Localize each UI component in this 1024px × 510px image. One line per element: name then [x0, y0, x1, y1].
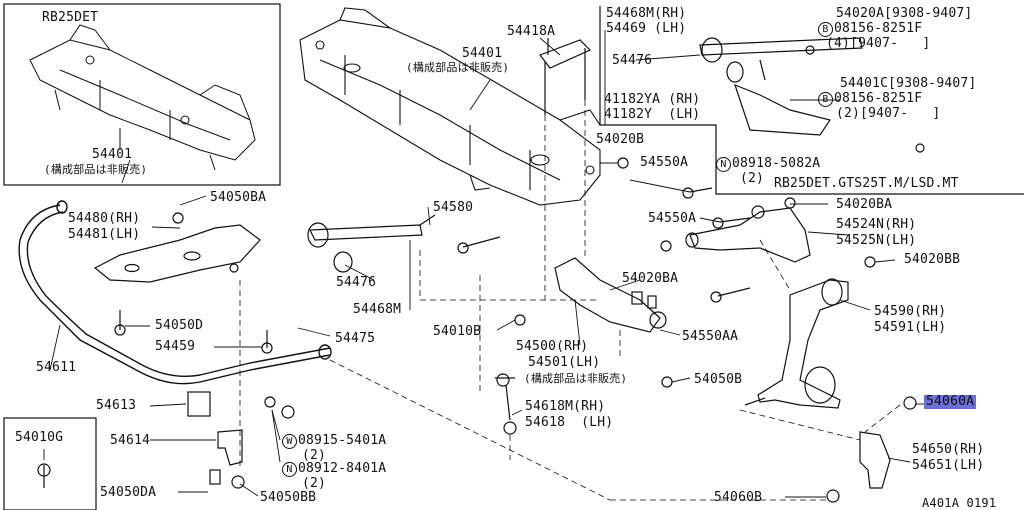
- label-54010g: 54010G: [15, 430, 64, 445]
- label-54525n: 54525N(LH): [836, 233, 917, 248]
- label-54650: 54650(RH): [912, 442, 985, 457]
- b-symbol-icon: B: [818, 22, 833, 37]
- nut-code-text: 08918-5082A: [732, 156, 821, 171]
- b-symbol-icon: B: [818, 92, 833, 107]
- rod-54468m-drawing: [307, 214, 436, 273]
- label-54401-note: (構成部品は非販売): [406, 61, 510, 74]
- radius-rod-top-drawing: [699, 37, 925, 153]
- label-54475: 54475: [335, 331, 376, 346]
- label-54614: 54614: [110, 433, 151, 448]
- inset-crossmember-drawing: [29, 24, 256, 171]
- knuckle-54590-drawing: [757, 278, 849, 409]
- label-41182ya: 41182YA (RH): [604, 92, 701, 107]
- w-symbol-icon: W: [282, 434, 297, 449]
- bolt-mid-qty: (2)[9407- ]: [836, 106, 941, 121]
- label-54476-mid: 54476: [336, 275, 377, 290]
- crossmember-54401-drawing: [299, 7, 601, 206]
- label-54050da: 54050DA: [100, 485, 157, 500]
- label-54020ba-2: 54020BA: [622, 271, 679, 286]
- label-54524n: 54524N(RH): [836, 217, 917, 232]
- label-54613: 54613: [96, 398, 137, 413]
- label-41182y: 41182Y (LH): [604, 107, 701, 122]
- label-54020b: 54020B: [596, 132, 645, 147]
- washer-code-text: 08915-5401A: [298, 433, 387, 448]
- label-54611: 54611: [36, 360, 77, 375]
- nut2-code-text: 08912-8401A: [298, 461, 387, 476]
- n-symbol-icon: N: [716, 157, 731, 172]
- label-54550aa: 54550AA: [682, 329, 739, 344]
- bolt-top-code-text: 08156-8251F: [834, 21, 923, 36]
- label-54459: 54459: [155, 339, 196, 354]
- label-54401c: 54401C[9308-9407]: [840, 76, 977, 91]
- label-54618m: 54618M(RH): [525, 399, 606, 414]
- label-54050d: 54050D: [155, 318, 204, 333]
- label-54476-top: 54476: [612, 53, 653, 68]
- bushing-clamp-drawing: [187, 391, 295, 489]
- rb25det-spec: RB25DET.GTS25T.M/LSD.MT: [774, 176, 959, 191]
- upper-arm-54524n-drawing: [685, 205, 811, 263]
- bolt-top-qty: (4)[9407- ]: [826, 36, 931, 51]
- label-54590: 54590(RH): [874, 304, 947, 319]
- nut-qty: (2): [740, 171, 765, 186]
- label-54651: 54651(LH): [912, 458, 985, 473]
- label-54060b: 54060B: [714, 490, 763, 505]
- label-54050ba: 54050BA: [210, 190, 267, 205]
- label-54469-lh: 54469 (LH): [606, 21, 687, 36]
- bracket-54650-drawing: [826, 396, 917, 503]
- rb25det-inset-frame: [3, 3, 281, 186]
- lower-arm-54500-drawing: [554, 257, 667, 333]
- label-54468m-rh: 54468M(RH): [606, 6, 687, 21]
- rb25det-spec-frame: [599, 6, 1024, 195]
- label-54020a: 54020A[9308-9407]: [836, 6, 973, 21]
- label-54618: 54618 (LH): [525, 415, 614, 430]
- washer-qty: (2): [302, 448, 327, 463]
- label-54418a: 54418A: [507, 24, 556, 39]
- label-54501: 54501(LH): [528, 355, 601, 370]
- label-54550a-1: 54550A: [640, 155, 689, 170]
- figure-code: A401A 0191: [922, 496, 997, 510]
- label-54501-note: (構成部品は非販売): [524, 372, 628, 385]
- label-54010b: 54010B: [433, 324, 482, 339]
- label-54580: 54580: [433, 200, 474, 215]
- nut2-qty: (2): [302, 476, 327, 491]
- label-54550a-2: 54550A: [648, 211, 697, 226]
- label-54050bb: 54050BB: [260, 490, 317, 505]
- label-54401: 54401: [462, 46, 503, 61]
- inset-part-number: 54401: [92, 147, 133, 162]
- label-54020bb: 54020BB: [904, 252, 961, 267]
- brace-54418a-drawing: [539, 38, 592, 115]
- label-54050b: 54050B: [694, 372, 743, 387]
- member-54480-drawing: [93, 212, 261, 283]
- label-54591: 54591(LH): [874, 320, 947, 335]
- inset-note: (構成部品は非販売): [44, 163, 148, 176]
- label-54481: 54481(LH): [68, 227, 141, 242]
- label-54468m: 54468M: [353, 302, 402, 317]
- n-symbol-icon: N: [282, 462, 297, 477]
- stabilizer-bar-54611-drawing: [18, 200, 332, 385]
- label-54480: 54480(RH): [68, 211, 141, 226]
- 54010g-inset-frame: [3, 417, 97, 510]
- label-54060a-highlighted[interactable]: 54060A: [924, 394, 977, 409]
- leader-lines: [43, 30, 924, 498]
- label-54500: 54500(RH): [516, 339, 589, 354]
- inset-engine-label: RB25DET: [42, 10, 99, 25]
- label-54020ba-1: 54020BA: [836, 197, 893, 212]
- dashed-lines: [239, 100, 901, 501]
- stabilizer-link-54618-drawing: [495, 373, 517, 435]
- bolts-drawing: [37, 157, 876, 488]
- bolt-mid-code-text: 08156-8251F: [834, 91, 923, 106]
